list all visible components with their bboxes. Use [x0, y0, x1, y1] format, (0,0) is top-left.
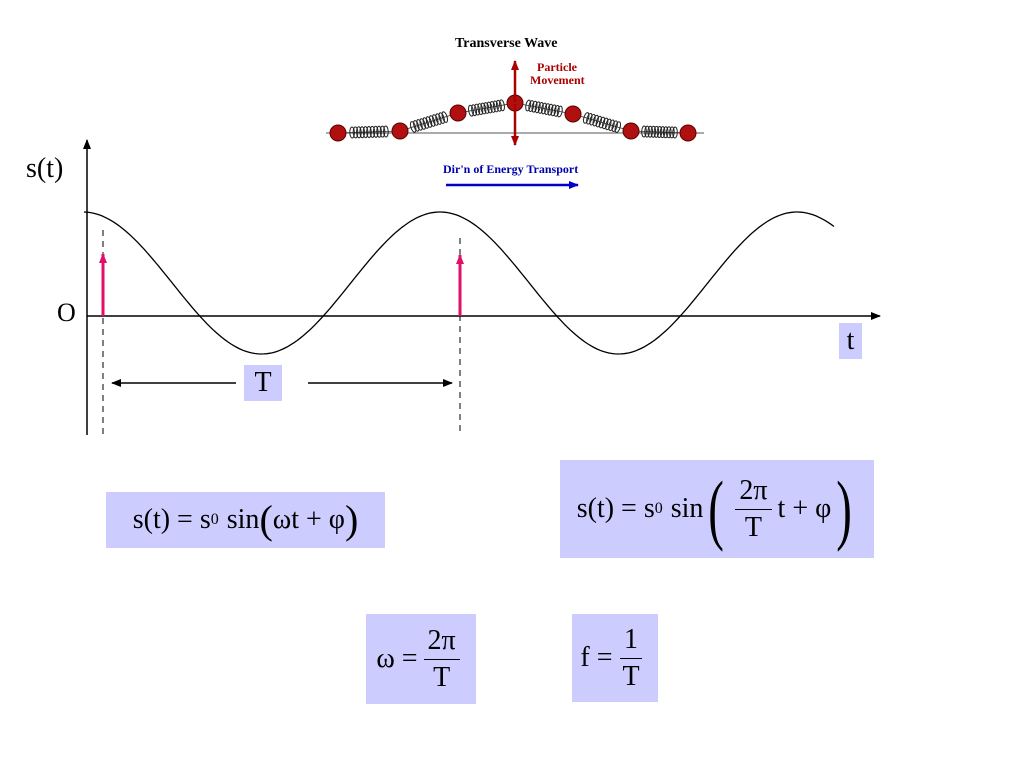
f3-den: T [433, 661, 451, 693]
f2-den: T [744, 511, 763, 543]
beads [329, 94, 697, 142]
springs [337, 99, 689, 139]
graph [83, 139, 881, 436]
f4-lhs: f = [580, 642, 613, 673]
spring [399, 111, 459, 133]
spring [337, 125, 401, 139]
y-axis-label: s(t) [26, 153, 64, 184]
origin-label: O [57, 298, 76, 327]
f2-num: 2π [735, 476, 772, 510]
spring [514, 99, 574, 118]
f4-den: T [622, 660, 640, 692]
particle-label-line2: Movement [530, 73, 585, 87]
signal-curve [83, 211, 835, 355]
bead [564, 105, 582, 123]
f2-lhs: s(t) = s [576, 493, 655, 524]
spring [630, 125, 689, 139]
f1-lhs: s(t) = s [132, 504, 211, 535]
spring [457, 99, 516, 117]
particle-movement-label: Particle Movement [530, 60, 585, 87]
f2-open: ( [708, 465, 725, 552]
f1-open: ( [259, 497, 273, 542]
f4-num: 1 [620, 625, 643, 659]
bead [329, 124, 347, 142]
illustration-title: Transverse Wave [455, 36, 558, 51]
bead [449, 104, 467, 122]
transverse-wave-illustration [326, 60, 704, 189]
particle-label-line1: Particle [537, 60, 577, 74]
f2-close: ) [836, 465, 853, 552]
f2-rest: t + φ [777, 493, 832, 524]
f2-sub: 0 [654, 500, 663, 517]
f3-lhs: ω = [376, 643, 418, 674]
period-label: T [244, 365, 282, 401]
f1-sub: 0 [210, 511, 219, 528]
x-axis-label: t [839, 323, 862, 359]
bead [391, 122, 409, 140]
spring [572, 112, 632, 133]
bead [622, 122, 640, 140]
f1-fn: sin [226, 504, 260, 535]
f1-arg: ωt + φ [272, 504, 345, 535]
energy-transport-label: Dir'n of Energy Transport [443, 162, 579, 176]
f3-num: 2π [423, 626, 460, 660]
f1-close: ) [344, 497, 359, 542]
bead [679, 124, 697, 142]
f2-fn: sin [670, 493, 704, 524]
